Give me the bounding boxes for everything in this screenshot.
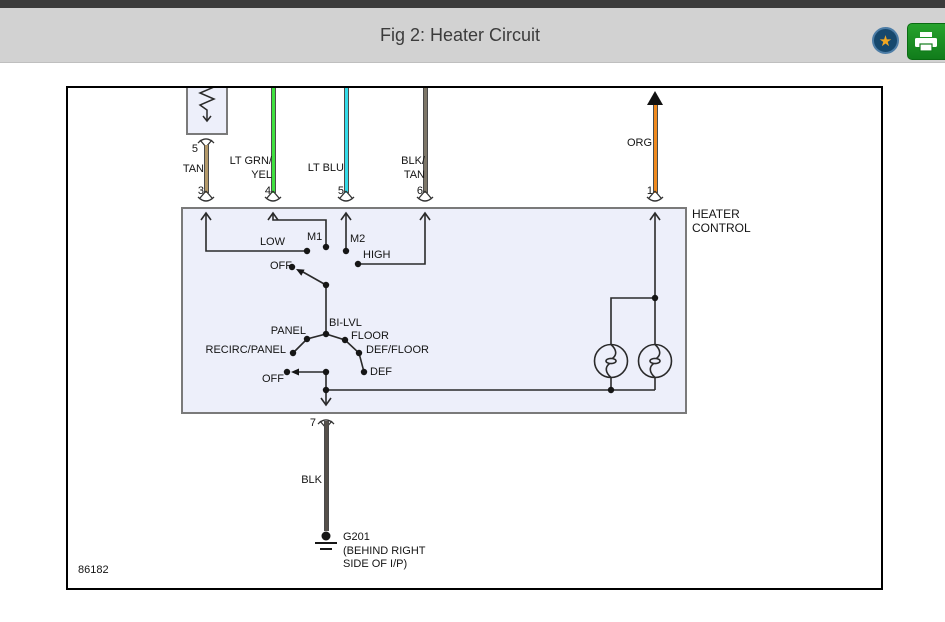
wire-label-lt-grn: LT GRN/: [229, 155, 272, 167]
clipped-system-label: SYSTEM: [606, 88, 669, 91]
ground-icon: [315, 531, 337, 550]
fan-switch-low-label: LOW: [259, 236, 285, 248]
connector-icon-pin4: [264, 190, 282, 202]
ground-location-line1: (BEHIND RIGHT: [343, 545, 426, 557]
heater-control-circuit: [200, 211, 673, 407]
resistor-icon: [198, 88, 216, 123]
mode-switch-floor-label: FLOOR: [351, 330, 389, 342]
figure-title: Fig 2: Heater Circuit: [379, 25, 541, 45]
printer-icon: [915, 32, 937, 52]
mode-switch-off-label: OFF: [262, 373, 284, 385]
wire-label-yel: YEL: [251, 169, 272, 181]
connector-icon-pin1: [646, 190, 664, 202]
mode-switch-def-label: DEF: [370, 366, 392, 378]
heater-control-box: [181, 207, 687, 414]
pin-label-1: 1: [646, 185, 653, 197]
window-top-strip: [0, 0, 945, 8]
print-button[interactable]: [907, 23, 945, 60]
resistor-pin-label: 5: [191, 143, 198, 155]
pin-label-4: 4: [264, 185, 271, 197]
wire-blk: [324, 421, 329, 531]
wire-blk-tan: [423, 88, 428, 193]
wire-label-blk-tan2: TAN: [403, 169, 425, 181]
title-bar: Fig 2: Heater Circuit ★: [0, 8, 945, 63]
star-icon: ★: [878, 33, 893, 50]
favorite-button[interactable]: ★: [872, 27, 899, 54]
component-name-line2: CONTROL: [692, 221, 751, 235]
wire-label-lt-blu: LT BLU: [307, 162, 344, 174]
wire-label-org: ORG: [626, 137, 652, 149]
system-arrow-icon: [647, 91, 663, 105]
wire-label-blk: BLK/: [401, 155, 425, 167]
mode-switch-def-floor-label: DEF/FLOOR: [366, 344, 429, 356]
fan-switch-m2-label: M2: [350, 233, 366, 245]
fan-switch-high-label: HIGH: [363, 249, 391, 261]
component-name-line1: HEATER: [692, 207, 740, 221]
diagram-id-number: 86182: [78, 564, 109, 576]
blower-resistor-box: [186, 88, 228, 135]
wire-tan: [204, 145, 209, 193]
fan-switch-m1-label: M1: [307, 231, 323, 243]
pin-label-3: 3: [197, 185, 204, 197]
wire-label-tan: TAN: [182, 163, 204, 175]
wire-lt-grn-yel: [271, 88, 276, 193]
wire-lt-blu: [344, 88, 349, 193]
connector-icon-pin5: [337, 190, 355, 202]
wire-org: [653, 105, 658, 193]
pin-label-6: 6: [416, 185, 423, 197]
ground-location-line2: SIDE OF I/P): [343, 558, 408, 570]
wire-label-blk-ground: BLK: [301, 474, 322, 486]
ground-name: G201: [343, 531, 370, 543]
mode-switch-recirc-panel-label: RECIRC/PANEL: [205, 344, 286, 356]
mode-switch-bilvl-label: BI-LVL: [329, 317, 362, 329]
pin-label-7: 7: [309, 417, 316, 429]
pin-label-5: 5: [337, 185, 344, 197]
mode-switch-panel-label: PANEL: [270, 325, 306, 337]
connector-icon-pin3: [197, 190, 215, 202]
connector-icon-pin6: [416, 190, 434, 202]
fan-switch-off-label: OFF: [270, 260, 292, 272]
diagram-frame: SYSTEM 5 TAN LT GRN/ YEL LT BLU BLK/ TAN…: [66, 86, 883, 590]
